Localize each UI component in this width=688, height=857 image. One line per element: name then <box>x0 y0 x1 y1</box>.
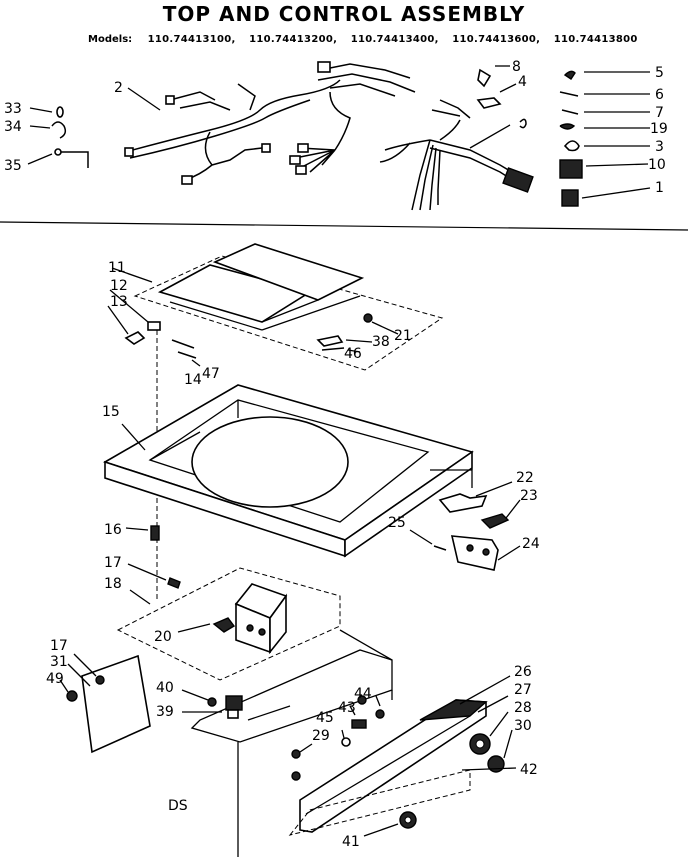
part-15-cabinet-top <box>103 384 474 558</box>
callout-27: 27 <box>514 682 532 698</box>
part-16-screw <box>125 525 160 541</box>
callout-46: 46 <box>344 346 362 362</box>
callout-2: 2 <box>114 80 123 96</box>
callout-28: 28 <box>514 700 532 716</box>
callout-labels: 33 34 35 2 8 4 5 6 7 19 3 10 1 11 12 13 … <box>4 59 668 850</box>
callout-13: 13 <box>110 294 128 310</box>
model-number: 110.74413200, <box>249 34 338 45</box>
callout-4: 4 <box>518 74 527 90</box>
callout-15: 15 <box>102 404 120 420</box>
callout-18: 18 <box>104 576 122 592</box>
callout-5: 5 <box>655 65 664 81</box>
console-housing <box>190 629 393 857</box>
part-9-power-cord-harness <box>379 99 534 211</box>
callout-33: 33 <box>4 101 22 117</box>
callout-24: 24 <box>522 536 540 552</box>
callout-34: 34 <box>4 119 22 135</box>
callout-38: 38 <box>372 334 390 350</box>
callout-6: 6 <box>655 87 664 103</box>
callout-25: 25 <box>388 515 406 531</box>
callout-17-upper: 17 <box>104 555 122 571</box>
callout-29: 29 <box>312 728 330 744</box>
model-list: Models: 110.74413100, 110.74413200, 110.… <box>88 34 648 45</box>
callout-42: 42 <box>520 762 538 778</box>
part-11-lid-assembly <box>111 243 444 371</box>
model-number: 110.74413400, <box>350 34 439 45</box>
part-39-40-switch <box>181 689 243 719</box>
part-14-47-hinge-pin <box>171 339 201 367</box>
part-33-bolt <box>29 106 64 118</box>
callout-43: 43 <box>338 700 356 716</box>
leader-line <box>461 767 517 771</box>
part-12-13-hinge <box>107 289 161 345</box>
callout-47: 47 <box>202 366 220 382</box>
callout-26: 26 <box>514 664 532 680</box>
callout-11: 11 <box>108 260 126 276</box>
model-number: 110.74413800 <box>553 34 638 45</box>
callout-1: 1 <box>655 180 664 196</box>
part-2-wiring-harness <box>124 61 416 185</box>
callout-31: 31 <box>50 654 68 670</box>
callout-7: 7 <box>655 105 664 121</box>
models-label: Models: <box>88 34 133 45</box>
callout-14: 14 <box>184 372 202 388</box>
callout-49: 49 <box>46 671 64 687</box>
callout-17-lower: 17 <box>50 638 68 654</box>
part-22-23-24-25-hinge-brackets <box>409 481 521 571</box>
callout-3: 3 <box>655 139 664 155</box>
callout-35: 35 <box>4 158 22 174</box>
callout-22: 22 <box>516 470 534 486</box>
part-4-bracket <box>476 83 517 109</box>
part-20-timer <box>177 583 288 655</box>
part-18-console-bracket-outline <box>116 567 341 681</box>
callout-20: 20 <box>154 629 172 645</box>
part-35-wire-lead <box>27 148 89 168</box>
part-8-clip <box>477 65 510 88</box>
callout-12: 12 <box>110 278 128 294</box>
part-43-45-44-buttons <box>341 695 385 747</box>
callout-19: 19 <box>650 121 668 137</box>
footer-code: DS <box>168 798 188 814</box>
callout-44: 44 <box>354 686 372 702</box>
part-34-clip <box>29 121 67 139</box>
model-number: 110.74413600, <box>452 34 541 45</box>
callout-30: 30 <box>514 718 532 734</box>
callout-41: 41 <box>342 834 360 850</box>
section-divider <box>0 221 688 231</box>
diagram-title: TOP AND CONTROL ASSEMBLY <box>162 2 526 26</box>
part-17-screw-upper <box>127 563 181 589</box>
small-parts-column <box>559 70 651 207</box>
callout-23: 23 <box>520 488 538 504</box>
part-41-knob <box>363 811 417 837</box>
callout-10: 10 <box>648 157 666 173</box>
part-29-screws <box>291 743 313 781</box>
model-number: 110.74413100, <box>147 34 236 45</box>
part-49-31-17-switch-plate <box>59 653 151 754</box>
callout-45: 45 <box>316 710 334 726</box>
callout-21: 21 <box>394 328 412 344</box>
callout-16: 16 <box>104 522 122 538</box>
part-42-control-panel <box>288 699 488 836</box>
callout-8: 8 <box>512 59 521 75</box>
callout-39: 39 <box>156 704 174 720</box>
callout-40: 40 <box>156 680 174 696</box>
